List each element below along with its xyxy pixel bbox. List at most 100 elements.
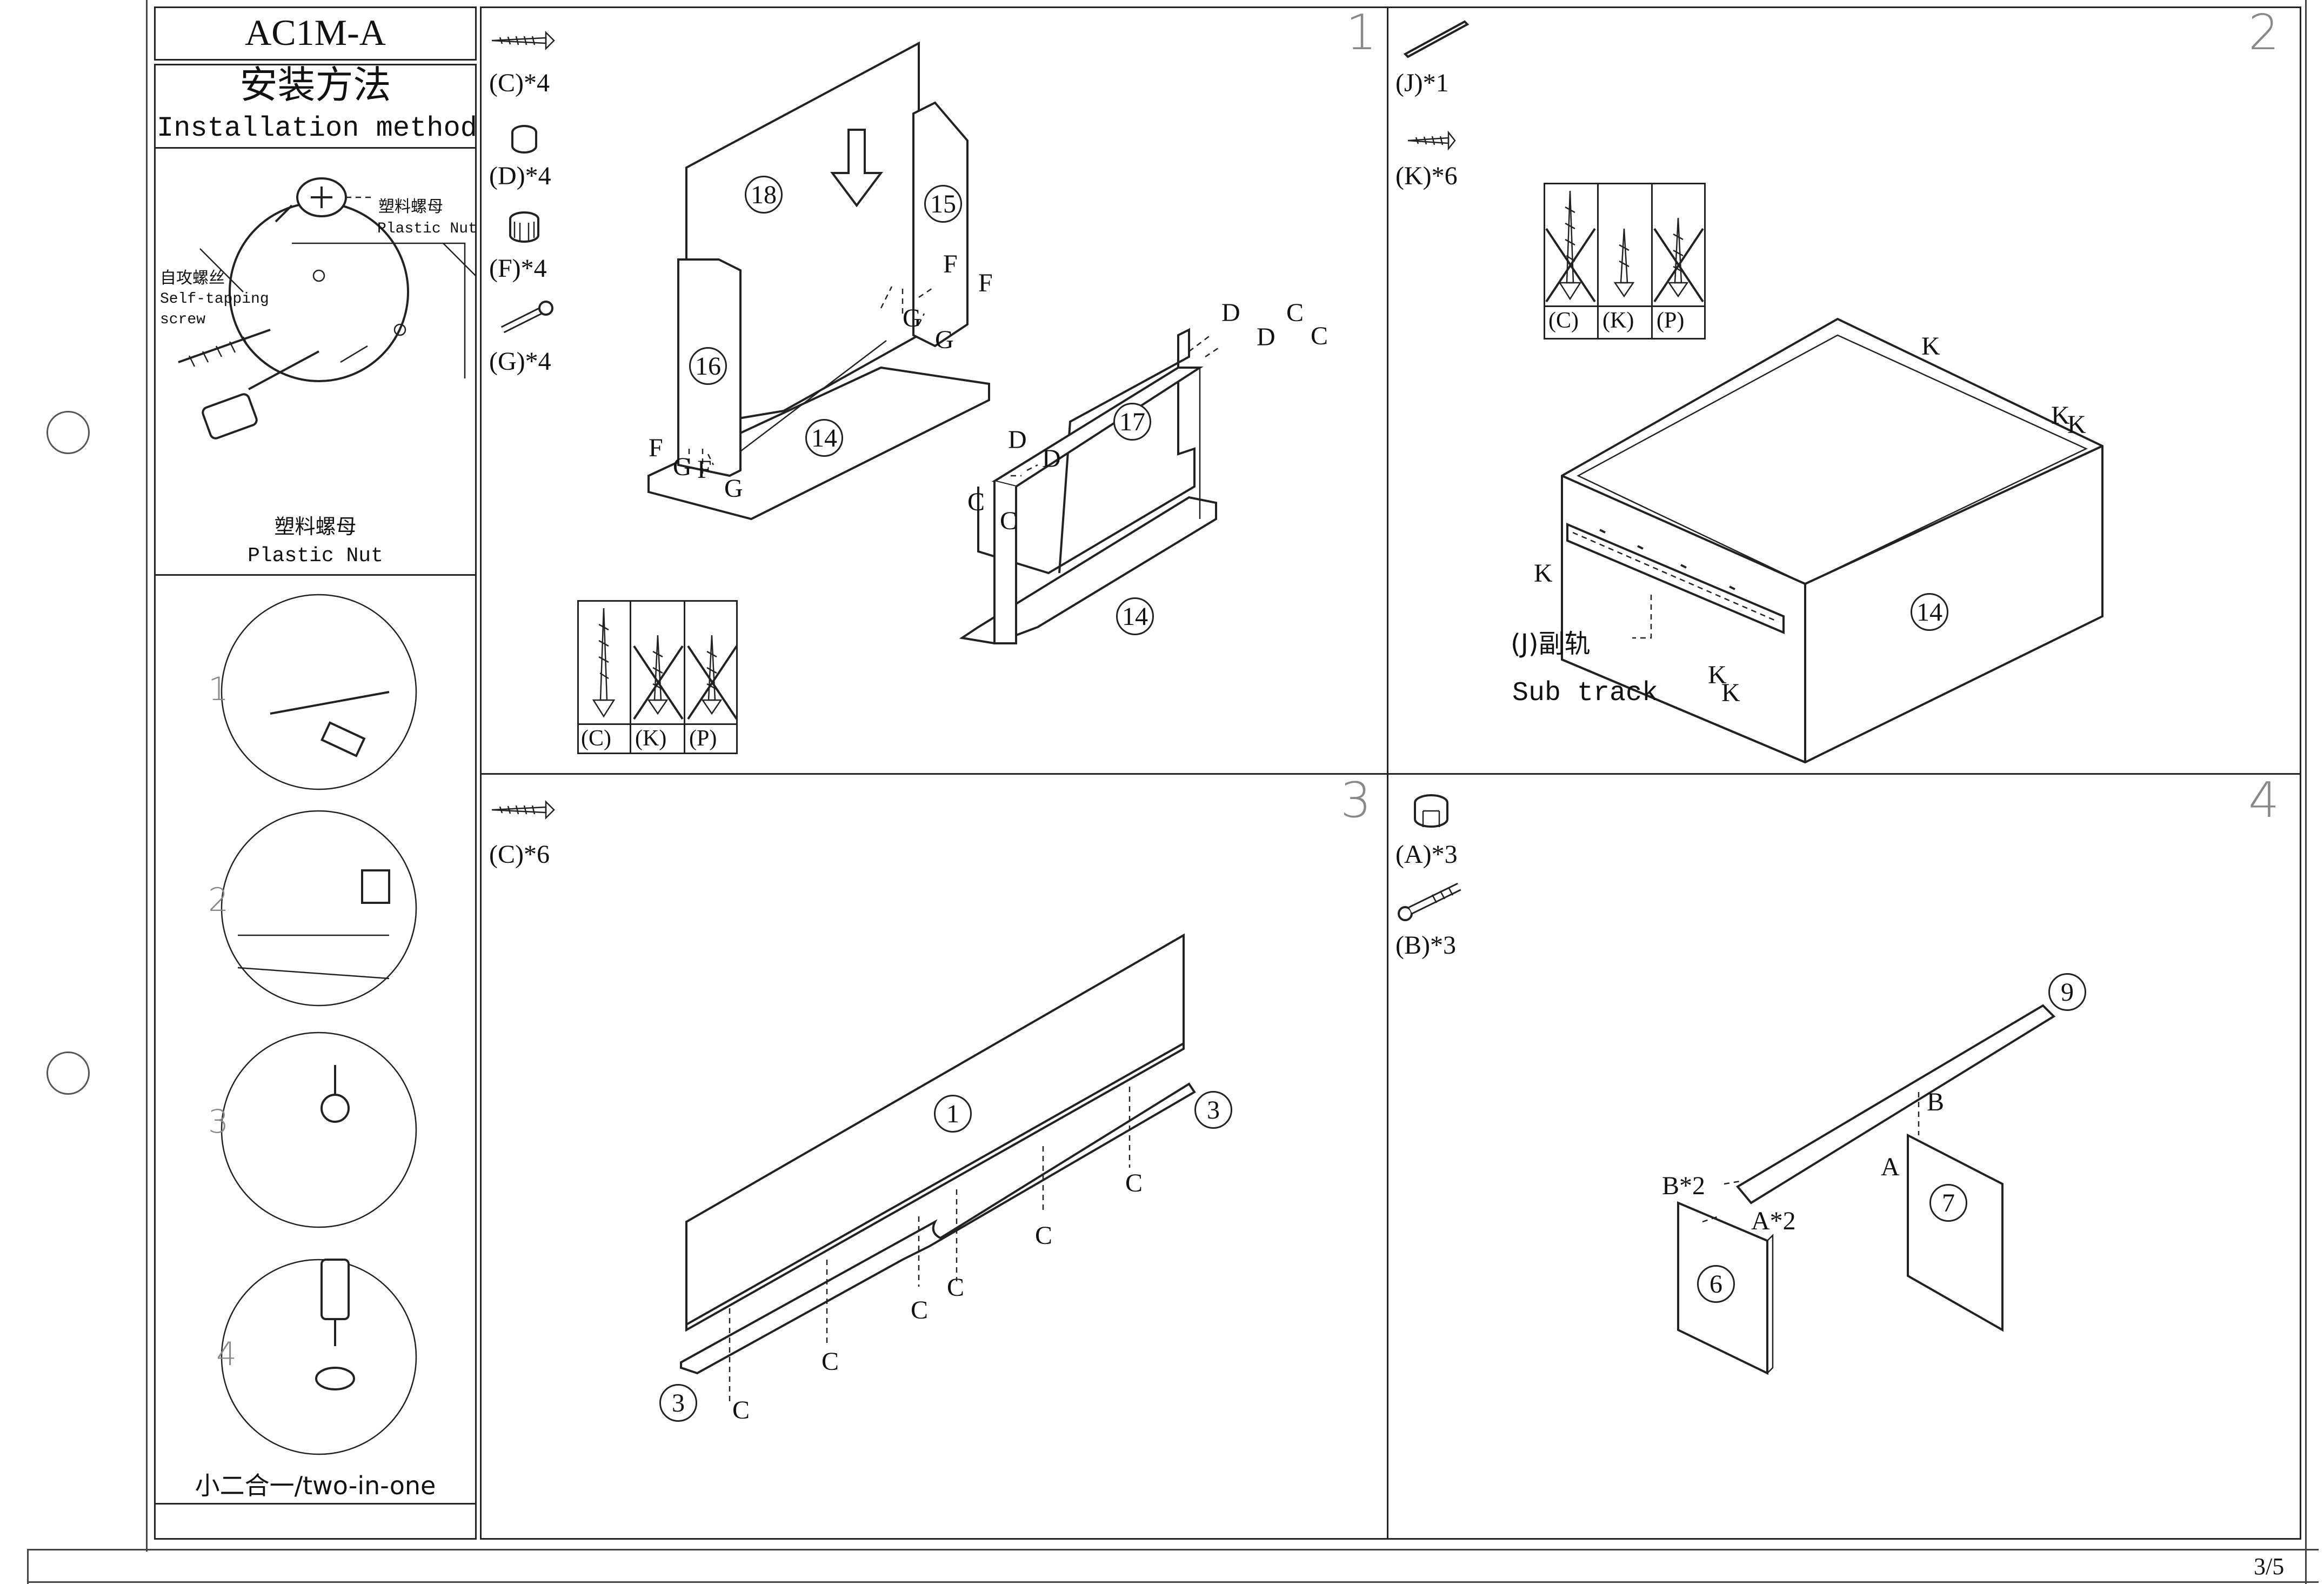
- step-detail-circles: [221, 594, 417, 1455]
- panel4-frame-drawing: [1677, 1004, 2056, 1375]
- subtrack-label-en: Sub track: [1512, 678, 1659, 709]
- screw-c6-icon: [491, 800, 555, 820]
- side-step-2: 2: [208, 881, 229, 919]
- p1-table-screws-icon: [592, 608, 738, 720]
- method-divider: [156, 147, 476, 149]
- binder-hole-bottom: [46, 1051, 90, 1095]
- p1-table-col2: [684, 600, 685, 754]
- p3-part-c: (C)*6: [489, 840, 550, 869]
- grid-horizontal-divider: [480, 773, 2301, 775]
- side-step-3: 3: [208, 1103, 229, 1141]
- p4-part-b: (B)*3: [1395, 931, 1456, 960]
- p2-part-j: (J)*1: [1395, 69, 1449, 97]
- board-16: 16: [689, 347, 727, 385]
- panel1-assembly-drawing: [647, 41, 1222, 645]
- frame-bottom-left: [27, 1549, 29, 1584]
- p1-label-f4: F: [697, 455, 712, 484]
- p1-label-c2: C: [1311, 322, 1328, 350]
- p1-table-col1: [630, 600, 631, 754]
- p1-label-c3: C: [967, 488, 985, 516]
- board-14-b: 14: [1116, 597, 1154, 635]
- panel2-step-number: 2: [2248, 4, 2280, 61]
- p2-part-k: (K)*6: [1395, 162, 1458, 190]
- p4-label-a: A: [1881, 1153, 1900, 1181]
- p3-label-c1: C: [1125, 1169, 1143, 1197]
- board-1: 1: [934, 1095, 972, 1133]
- panel3-step-number: 3: [1340, 772, 1372, 829]
- p2-table-col2: [1651, 183, 1653, 340]
- p2-label-k4: K: [1534, 559, 1553, 588]
- p4-label-b: B: [1927, 1088, 1945, 1116]
- cam-f-icon: [509, 211, 539, 243]
- p1-label-g3: G: [673, 452, 692, 481]
- cam-lock-d-icon: [511, 125, 537, 154]
- p2-table-p: (P): [1657, 308, 1685, 333]
- p2-table-col1: [1597, 183, 1599, 340]
- p3-label-c5: C: [822, 1347, 839, 1376]
- self-tap-label-en2: screw: [160, 311, 206, 328]
- p2-label-k5: K: [1708, 661, 1727, 689]
- board-7: 7: [1929, 1184, 1967, 1222]
- p1-part-g: (G)*4: [489, 347, 551, 376]
- method-title-cn: 安装方法: [239, 63, 391, 107]
- plastic-nut-detail-illustration: [178, 177, 476, 440]
- p1-label-g4: G: [724, 474, 743, 503]
- p1-part-c: (C)*4: [489, 69, 550, 97]
- p1-label-g2: G: [935, 325, 954, 354]
- self-tap-label-en1: Self-tapping: [160, 291, 269, 308]
- page-number: 3/5: [2254, 1553, 2285, 1580]
- p1-label-g1: G: [903, 304, 921, 332]
- binder-hole-top: [46, 411, 90, 454]
- board-15: 15: [924, 185, 962, 223]
- dowel-g-icon: [500, 301, 553, 334]
- subtrack-j-icon: [1403, 20, 1470, 58]
- subtrack-label-cn: (J)副轨: [1511, 629, 1591, 659]
- frame-bottom-line-2: [27, 1581, 2319, 1583]
- screw-c-icon: [491, 30, 555, 51]
- panel1-step-number: 1: [1346, 4, 1377, 61]
- bottom-divider: [156, 1503, 476, 1505]
- board-9: 9: [2048, 973, 2086, 1011]
- self-tap-label-cn: 自攻螺丝: [160, 269, 225, 288]
- cam-a-icon: [1414, 794, 1448, 828]
- p1-table-k: (K): [635, 726, 667, 751]
- board-14-a: 14: [805, 419, 843, 457]
- p2-table-c: (C): [1548, 308, 1579, 333]
- p2-table-hline: [1544, 305, 1706, 307]
- board-17: 17: [1113, 403, 1151, 441]
- side-step-4: 4: [216, 1335, 237, 1373]
- p1-label-d1: D: [1221, 298, 1240, 327]
- frame-bottom-line: [27, 1549, 2319, 1550]
- p2-table-k: (K): [1602, 308, 1634, 333]
- panel3-long-board-drawing: [680, 933, 1196, 1406]
- model-box: [154, 6, 477, 61]
- p1-part-f: (F)*4: [489, 254, 547, 283]
- method-title-en: Installation method: [157, 112, 477, 144]
- p3-label-c2: C: [1035, 1221, 1053, 1250]
- panel2-drawer-drawing: [1561, 317, 2103, 764]
- p3-label-c6: C: [732, 1396, 750, 1425]
- p3-label-c3: C: [947, 1273, 965, 1302]
- p1-label-d4: D: [1042, 444, 1061, 473]
- plastic-nut-label-cn: 塑料螺母: [274, 515, 357, 538]
- board-14-drawer: 14: [1911, 593, 1948, 631]
- board-6: 6: [1697, 1265, 1735, 1303]
- board-3-left: 3: [659, 1384, 697, 1422]
- nut-section-divider: [156, 574, 476, 576]
- p4-label-b2: B*2: [1662, 1172, 1706, 1200]
- two-in-one-label: 小二合一/two-in-one: [195, 1471, 436, 1500]
- p1-part-d: (D)*4: [489, 162, 551, 190]
- p2-label-k6: K: [1721, 678, 1740, 707]
- panel4-step-number: 4: [2248, 772, 2280, 829]
- p1-table-p: (P): [689, 726, 717, 751]
- board-3-right: 3: [1194, 1091, 1232, 1129]
- p2-label-k2: K: [2051, 401, 2070, 430]
- frame-left-line: [146, 0, 148, 1552]
- p2-screw-table: [1544, 183, 1706, 340]
- p2-label-k1: K: [1921, 332, 1940, 361]
- model-title: AC1M-A: [245, 12, 386, 53]
- p1-label-d2: D: [1257, 323, 1275, 351]
- sidebar-box: [154, 64, 477, 1540]
- p1-label-c1: C: [1286, 298, 1304, 327]
- plastic-nut-label-en: Plastic Nut: [248, 544, 383, 568]
